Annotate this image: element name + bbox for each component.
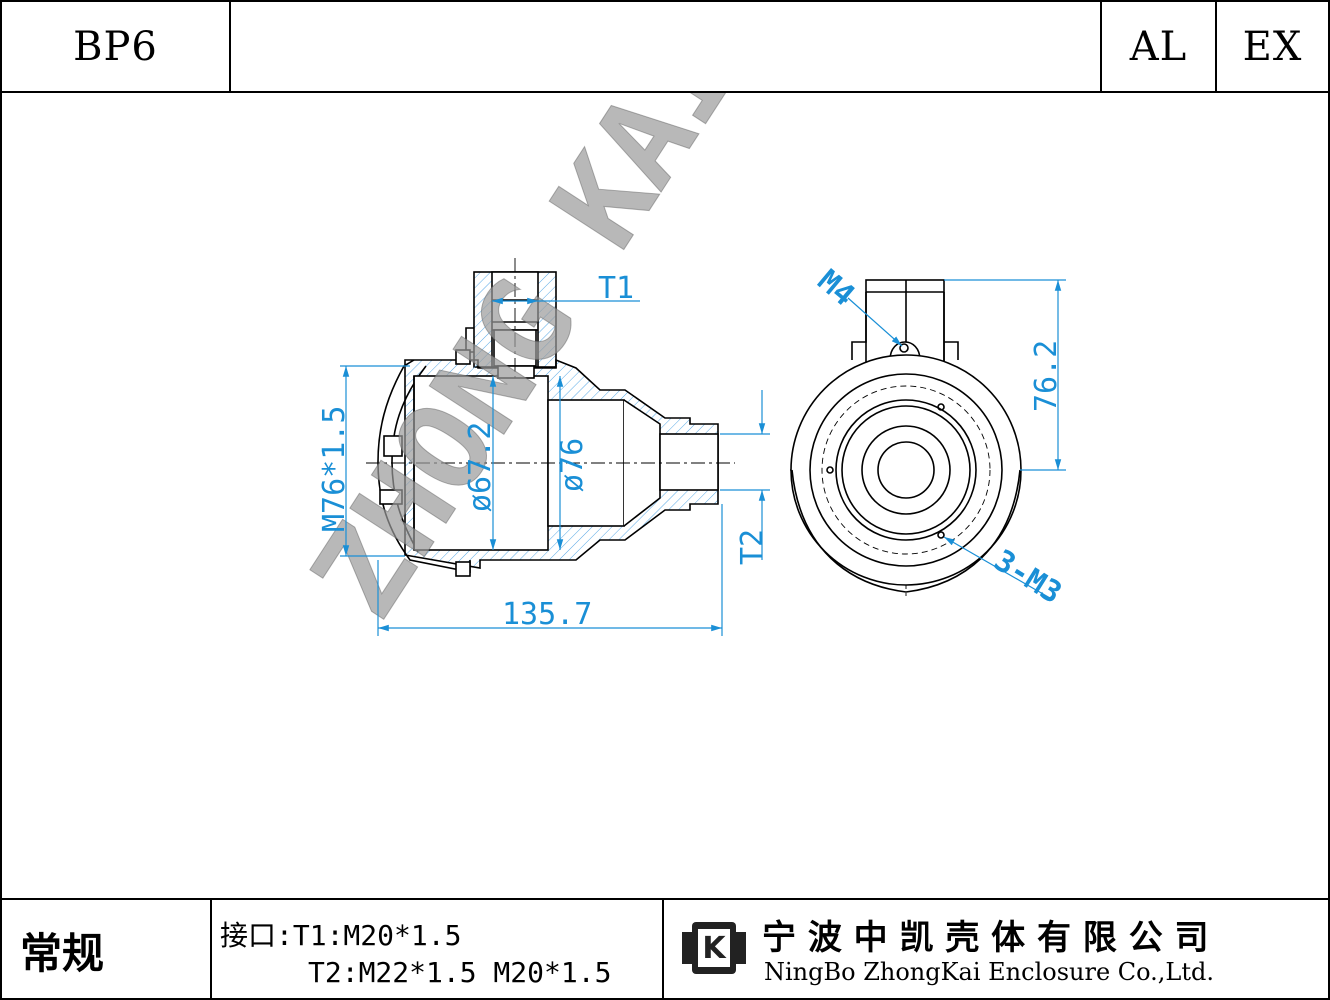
footer-interface-cell: 接口:T1:M20*1.5 T2:M22*1.5 M20*1.5 [212,900,664,1000]
material-code: AL [1129,23,1188,70]
footer-company-cell: K 宁 波 中 凯 壳 体 有 限 公 司 NingBo ZhongKai En… [664,900,1330,1000]
dim-height: 76.2 [1029,340,1064,412]
model-code-cell: BP6 [0,0,231,93]
dimension-lines [340,279,1066,636]
logo-letter: K [702,930,726,966]
interface-line-1: 接口:T1:M20*1.5 [220,919,462,952]
rating-cell: EX [1215,0,1330,93]
dim-length: 135.7 [502,597,592,632]
footer-divider [0,898,1330,900]
dim-t1: T1 [598,271,634,306]
product-type: 常规 [20,928,105,978]
dim-t2: T2 [735,529,770,565]
dim-m4: M4 [811,263,861,313]
dim-inner-dia: ø67.2 [463,422,498,512]
end-view [790,279,1022,593]
header-divider [0,91,1330,93]
dim-3-m3: 3-M3 [988,543,1068,611]
company-logo: K [682,922,746,974]
rating-code: EX [1242,23,1303,70]
dim-outer-dia: ø76 [555,438,590,492]
footer-type-cell: 常规 [0,900,212,1000]
dimension-labels: T1 T2 M76*1.5 ø67.2 ø76 135.7 76.2 M4 3-… [317,263,1068,632]
company-name-cn: 宁 波 中 凯 壳 体 有 限 公 司 [762,918,1209,958]
technical-drawing: ZHONG KAI T1 T2 M76*1.5 ø67.2 [285,93,1068,641]
dim-thread: M76*1.5 [317,406,352,532]
model-code: BP6 [73,23,158,70]
interface-line-2: T2:M22*1.5 M20*1.5 [308,956,612,989]
material-cell: AL [1100,0,1217,93]
company-name-en: NingBo ZhongKai Enclosure Co.,Ltd. [764,958,1214,986]
